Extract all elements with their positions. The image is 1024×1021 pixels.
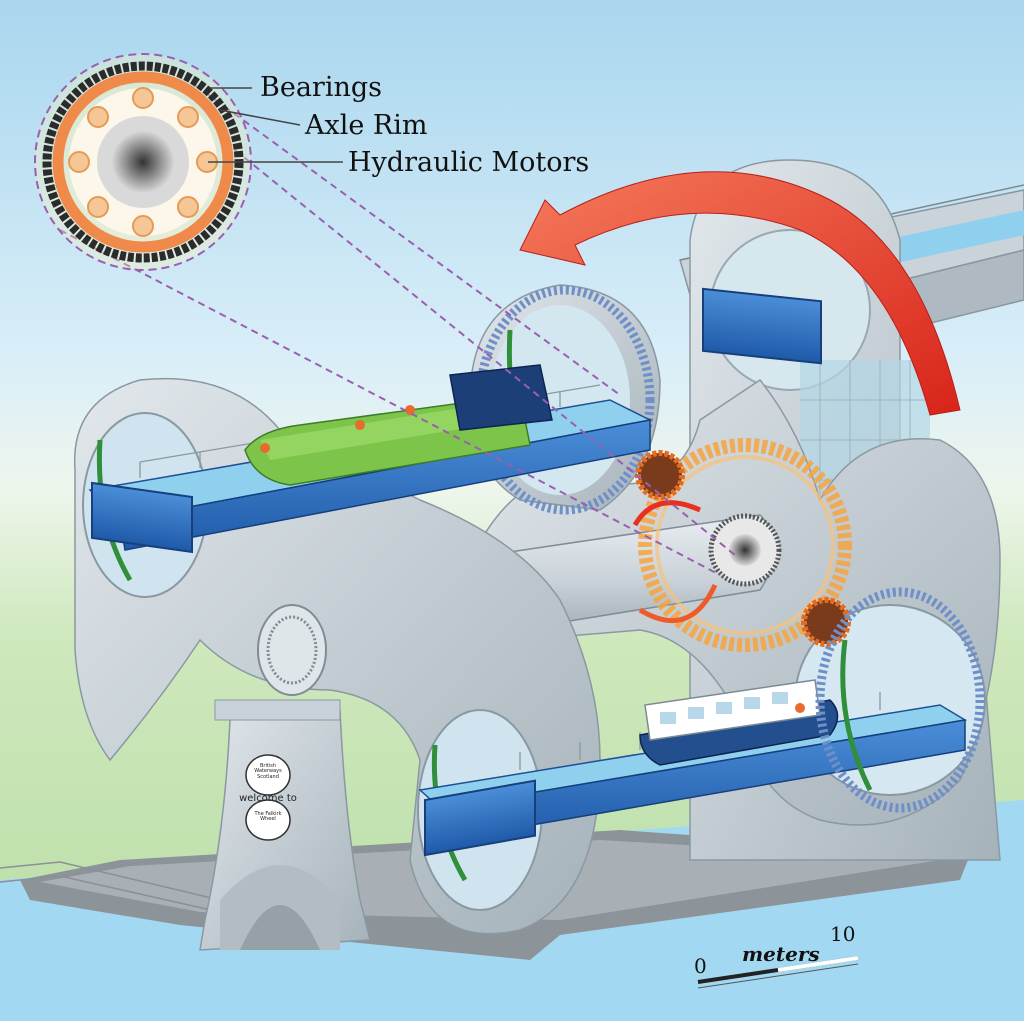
front-pillar bbox=[199, 604, 371, 951]
sign-disc-bottom bbox=[245, 799, 291, 841]
gear-ring bbox=[638, 438, 852, 652]
inset-hydraulic-motors bbox=[68, 87, 218, 237]
scale-min: 0 bbox=[694, 954, 707, 978]
fence-left bbox=[0, 861, 221, 913]
upper-gondola-gate bbox=[91, 481, 193, 554]
scale-unit: meters bbox=[742, 942, 820, 966]
label-leaders bbox=[208, 87, 343, 163]
sign-org-line3: Scotland bbox=[257, 773, 279, 780]
sign-disc-top bbox=[245, 754, 291, 796]
axle-inset bbox=[34, 53, 252, 271]
scale-bar bbox=[697, 956, 859, 989]
label-axle-rim: Axle Rim bbox=[305, 110, 428, 141]
drive-gear bbox=[632, 438, 852, 652]
lower-gondola-gate bbox=[424, 779, 536, 857]
callout-lines bbox=[59, 84, 736, 576]
green-barge bbox=[244, 364, 553, 486]
sign-wheel: The Falkirk Wheel bbox=[246, 811, 290, 823]
sign-wheel-line1: The Falkirk bbox=[254, 811, 282, 817]
sign-welcome: welcome to bbox=[239, 793, 297, 804]
motor-gear-upper bbox=[635, 450, 685, 500]
sign-wheel-line2: Wheel bbox=[260, 816, 276, 823]
sign-org-line1: British bbox=[260, 763, 276, 769]
sign-org: British Waterways Scotland bbox=[246, 763, 290, 780]
lower-right-ring bbox=[815, 587, 985, 813]
label-bearings: Bearings bbox=[260, 72, 382, 103]
tour-boat bbox=[639, 679, 839, 766]
rotation-arrow-icon bbox=[519, 171, 961, 416]
sign-org-line2: Waterways bbox=[254, 768, 282, 775]
label-hydraulic-motors: Hydraulic Motors bbox=[348, 147, 590, 178]
scale-max: 10 bbox=[830, 922, 856, 946]
motor-gear-lower bbox=[801, 597, 851, 647]
upper-aqueduct-gate bbox=[702, 287, 822, 365]
